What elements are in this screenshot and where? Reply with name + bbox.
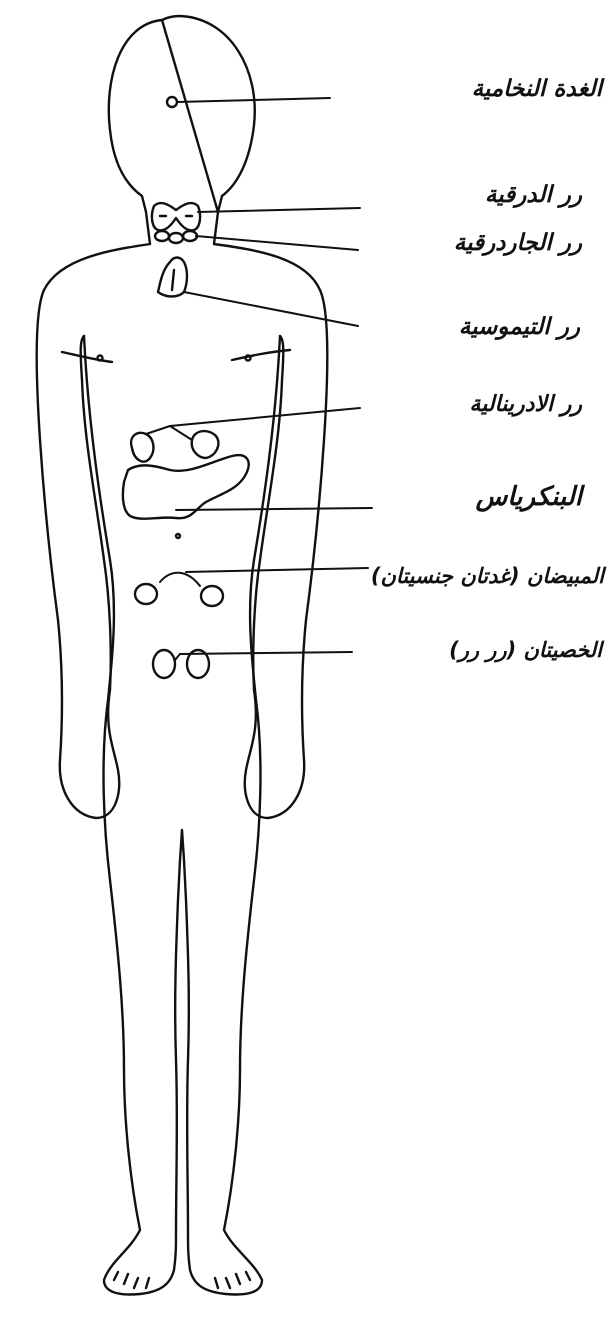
left-toes <box>114 1272 149 1288</box>
chest-line-left <box>62 352 112 362</box>
label-thymus: ﺭﺭ التيموسية <box>459 316 580 339</box>
human-body-outline <box>37 16 328 1294</box>
leader-adrenal-a <box>170 408 360 426</box>
label-testes: الخصيتان (ﺭﺭ ﺭﺭ) <box>449 640 602 661</box>
ovaries <box>135 584 223 606</box>
right-nipple <box>246 356 251 361</box>
left-arm-outline <box>37 244 150 818</box>
label-parathyroid: ﺭﺭ الجاردرقية <box>454 232 582 255</box>
leader-adrenal-c <box>170 426 192 440</box>
label-ovaries: المبيضان (غدتان جنسيتان) <box>371 566 604 587</box>
leader-pancreas <box>176 508 372 510</box>
chest-line-right <box>232 350 290 360</box>
glands <box>123 97 249 678</box>
thymus-gland <box>158 258 187 297</box>
leader-ovaries <box>160 568 368 586</box>
leader-thyroid <box>198 208 360 212</box>
leader-testes <box>175 652 352 660</box>
inner-leg-line <box>180 830 184 860</box>
leader-parathyroid <box>196 236 358 250</box>
pituitary-gland <box>167 97 177 107</box>
label-pituitary: الغدة النخامية <box>472 78 602 101</box>
adrenal-glands <box>131 431 218 462</box>
left-leg-outline <box>84 336 180 1294</box>
right-toes <box>215 1272 250 1288</box>
right-arm-outline <box>214 244 327 818</box>
navel <box>176 534 180 538</box>
head-outline <box>109 16 255 212</box>
leader-adrenal-b <box>146 426 170 434</box>
thyroid-gland <box>152 203 200 230</box>
right-leg-outline <box>184 336 280 1294</box>
parathyroid-glands <box>155 231 197 243</box>
leader-thymus <box>184 292 358 326</box>
left-nipple <box>98 356 103 361</box>
label-adrenal: ﺭﺭ الادرينالية <box>469 394 582 416</box>
label-pancreas: البنكرياس <box>476 484 582 510</box>
label-thyroid: ﺭﺭ الدرقية <box>485 184 582 207</box>
